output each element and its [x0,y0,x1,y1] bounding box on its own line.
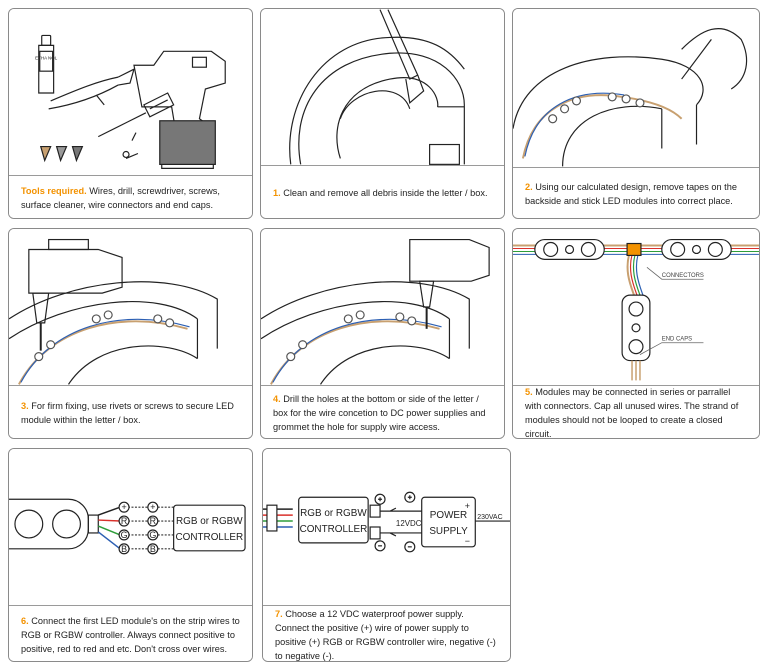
controller-box: RGB or RGBW CONTROLLER [298,496,369,544]
step-caption-7: 7. Choose a 12 VDC waterproof power supp… [263,605,510,661]
step-caption-6: 6. Connect the first LED module's on the… [9,605,252,661]
screw-icon [122,132,139,160]
connectors-illustration: CONNECTORS END CAPS [513,229,759,385]
step-caption-1: 1. Clean and remove all debris inside th… [261,165,504,218]
drill-icon [28,238,123,351]
step-card-7: RGB or RGBW CONTROLLER 12VDC PO [262,448,511,662]
wire-branch-icon [626,242,644,296]
led-module-strip-icon [270,310,442,385]
bottle-label: ETHA NOL [35,55,58,60]
drill-icon [409,238,490,329]
step-text: Modules may be connected in series or pa… [525,387,739,439]
power-supply-illustration: RGB or RGBW CONTROLLER 12VDC PO [263,449,510,605]
step-text: Connect the first LED module's on the st… [21,615,240,654]
vdc-label: 12VDC [396,519,422,528]
controller-wiring-illustration: + R G B + R G B RGB or RGBW CONTROLLER [9,449,252,605]
step-text: Choose a 12 VDC waterproof power supply.… [275,608,496,661]
pin-g-label: G [149,530,156,540]
step-card-4: 4. Drill the holes at the bottom or side… [260,228,505,439]
controller-box: RGB or RGBW CONTROLLER [173,504,246,552]
tools-illustration: ETHA NOL [9,9,252,175]
pin-plus-label: + [121,502,126,512]
controller-label-line1: RGB or RGBW [300,508,367,519]
drill-holes-illustration [261,229,504,385]
stick-modules-illustration [513,9,759,167]
step-card-5: CONNECTORS END CAPS 5. Modules may be co… [512,228,760,439]
power-minus-label: − [465,536,470,546]
led-module-strip-icon [18,310,190,385]
hand-icon [681,28,748,90]
step-number: 5. [525,387,533,397]
led-module-strip-icon [521,92,683,159]
controller-label-line2: CONTROLLER [175,532,243,543]
step-number: 4. [273,394,281,404]
step-number: 2. [525,182,533,192]
ac-input-icon: 230VAC [475,514,510,522]
pin-circles: + R G B + R G B [118,501,159,555]
pin-b-label: B [121,544,127,554]
end-caps-label: END CAPS [662,337,692,343]
step-card-2: 2. Using our calculated design, remove t… [512,8,760,219]
step-card-1: 1. Clean and remove all debris inside th… [260,8,505,219]
step-text: Clean and remove all debris inside the l… [280,188,488,198]
controller-label-line1: RGB or RGBW [176,516,243,527]
step-caption-3: 3. For firm fixing, use rivets or screws… [9,385,252,438]
power-supply-box: POWER SUPPLY + − [421,496,476,548]
step-caption-4: 4. Drill the holes at the bottom or side… [261,385,504,438]
strip-wires-icon [263,504,293,532]
step-card-6: + R G B + R G B RGB or RGBW CONTROLLER 6… [8,448,253,662]
drill-icon [133,50,226,169]
vac-label: 230VAC [477,514,502,521]
step-caption-tools: Tools required. Wires, drill, screwdrive… [9,175,252,218]
pin-r-label: R [150,516,157,526]
step-caption-2: 2. Using our calculated design, remove t… [513,167,759,218]
controller-label-line2: CONTROLLER [300,524,368,535]
step-number: 6. [21,615,29,626]
led-module-icon [9,498,99,550]
led-module-icon [534,238,732,260]
pin-markers-icon [128,506,174,550]
power-label-line2: SUPPLY [429,526,468,537]
power-plus-label: + [465,501,470,511]
step-card-3: 3. For firm fixing, use rivets or screws… [8,228,253,439]
step-card-tools: ETHA NOL [8,8,253,219]
strip-wires-icon [97,506,121,550]
step-text: Wires, drill, screwdriver, screws, surfa… [21,186,220,210]
step-title: Tools required. [21,186,87,196]
scraper-tool-icon [379,9,425,105]
vertical-module-icon [621,294,651,381]
step-number: 1. [273,188,281,198]
wire-stripper-icon [48,68,135,110]
screw-fixing-illustration [9,229,252,385]
wire-connector-icon [39,145,84,163]
power-label-line1: POWER [430,510,467,521]
pin-g-label: G [121,530,128,540]
pin-b-label: B [150,544,156,554]
step-caption-5: 5. Modules may be connected in series or… [513,385,759,439]
connectors-label: CONNECTORS [662,273,704,279]
ethanol-bottle-icon: ETHA NOL [35,34,58,94]
step-text: Using our calculated design, remove tape… [525,182,737,206]
step-number: 3. [21,401,29,411]
pin-r-label: R [121,516,128,526]
step-number: 7. [275,608,283,619]
step-text: For firm fixing, use rivets or screws to… [21,401,234,425]
step-text: Drill the holes at the bottom or side of… [273,394,486,432]
clean-letter-illustration [261,9,504,165]
pin-plus-label: + [150,502,155,512]
